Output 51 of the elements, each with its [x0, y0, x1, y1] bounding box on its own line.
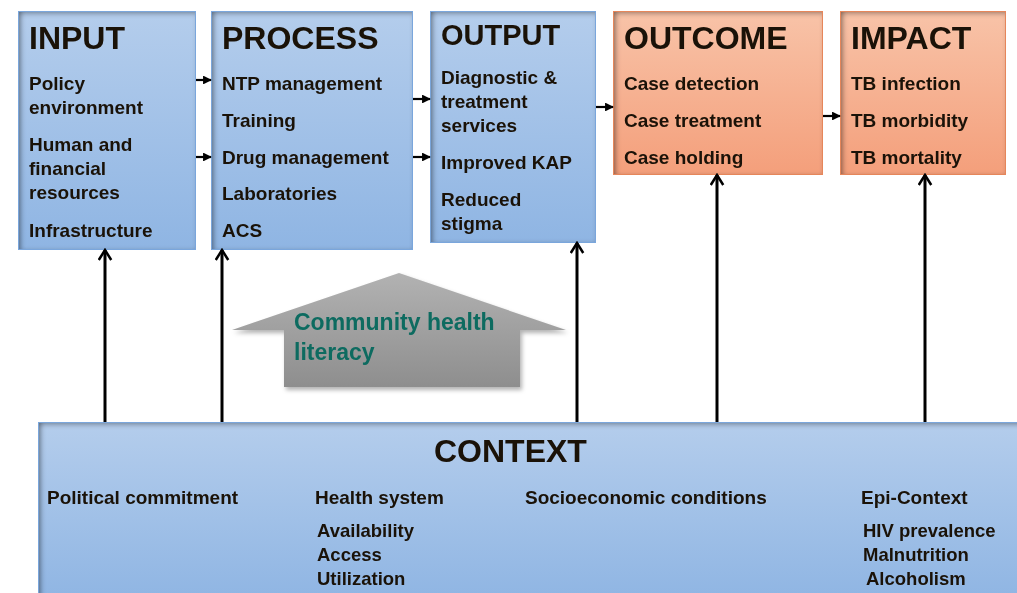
result-box	[613, 11, 823, 175]
list-item: Health system	[315, 486, 445, 510]
arrow	[823, 111, 841, 121]
framework-box	[18, 11, 196, 250]
arrow	[569, 241, 585, 422]
arrow	[196, 152, 212, 162]
result-box	[840, 11, 1006, 175]
list-item: TB mortality	[851, 146, 963, 170]
list-item: Case holding	[624, 146, 745, 170]
arrow-label: Community health literacy	[294, 308, 496, 367]
box-heading: PROCESS	[222, 20, 380, 56]
list-item: Epi-Context	[861, 486, 969, 510]
framework-box	[38, 422, 1017, 593]
arrow	[596, 102, 614, 112]
arrow	[97, 248, 113, 422]
box-heading: OUTPUT	[441, 18, 562, 53]
list-item: Improved KAP	[441, 151, 573, 175]
arrow	[196, 75, 212, 85]
box-heading: INPUT	[29, 20, 126, 56]
list-item: Availability	[317, 519, 415, 543]
box-heading: OUTCOME	[624, 20, 789, 56]
arrow	[917, 173, 933, 422]
list-item: Laboratories	[222, 182, 339, 206]
list-item: Case detection	[624, 72, 761, 96]
list-item: Malnutrition	[863, 543, 970, 567]
box-heading: CONTEXT	[434, 433, 588, 469]
list-item: TB infection	[851, 72, 962, 96]
list-item: Reduced stigma	[441, 188, 523, 236]
list-item: TB morbidity	[851, 109, 970, 133]
list-item: Infrastructure	[29, 219, 154, 243]
arrow	[413, 94, 431, 104]
list-item: Access	[317, 543, 383, 567]
list-item: Alcoholism	[866, 567, 967, 591]
list-item: NTP management	[222, 72, 384, 96]
list-item: Human and financial resources	[29, 133, 134, 205]
arrow	[709, 173, 725, 422]
box-heading: IMPACT	[851, 20, 973, 56]
list-item: Diagnostic & treatment services	[441, 66, 559, 138]
list-item: Case treatment	[624, 109, 763, 133]
arrow	[413, 152, 431, 162]
list-item: HIV prevalence	[863, 519, 997, 543]
list-item: Training	[222, 109, 297, 133]
arrow	[214, 248, 230, 422]
list-item: Political commitment	[47, 486, 240, 510]
framework-box	[430, 11, 596, 243]
list-item: Drug management	[222, 146, 390, 170]
list-item: Socioeconomic conditions	[525, 486, 768, 510]
list-item: Policy environment	[29, 72, 145, 120]
framework-box	[211, 11, 413, 250]
list-item: Utilization	[317, 567, 407, 591]
list-item: ACS	[222, 219, 264, 243]
